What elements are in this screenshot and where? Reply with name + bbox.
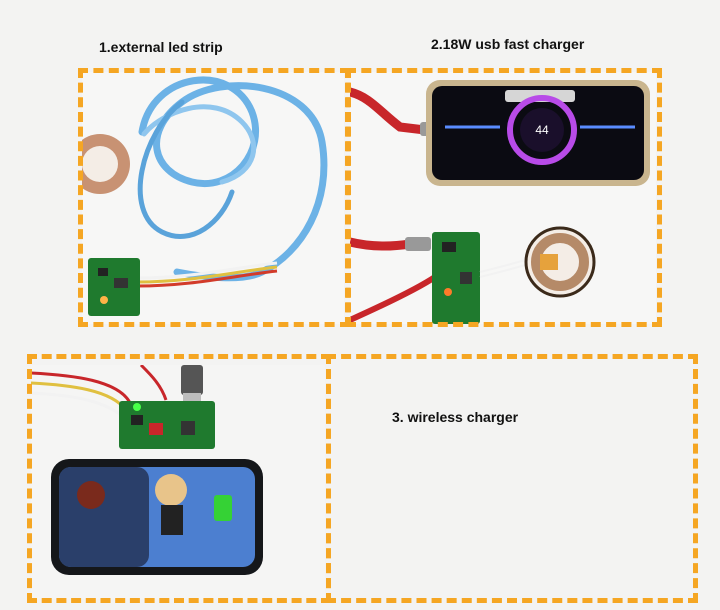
photo-wireless-demo [31, 365, 325, 599]
phone-battery-percent: 44 [535, 123, 549, 137]
wireless-pcb [119, 401, 215, 449]
frame-panel-3-right [326, 354, 698, 603]
caption-led-strip: 1.external led strip [99, 39, 223, 55]
caption-wireless-charger: 3. wireless charger [392, 409, 519, 425]
charger-pcb [432, 232, 480, 324]
photo-fast-charger: 44 [350, 72, 656, 324]
photo-led-strip [82, 72, 344, 324]
battery-indicator [214, 495, 232, 521]
caption-fast-charger: 2.18W usb fast charger [431, 36, 585, 52]
